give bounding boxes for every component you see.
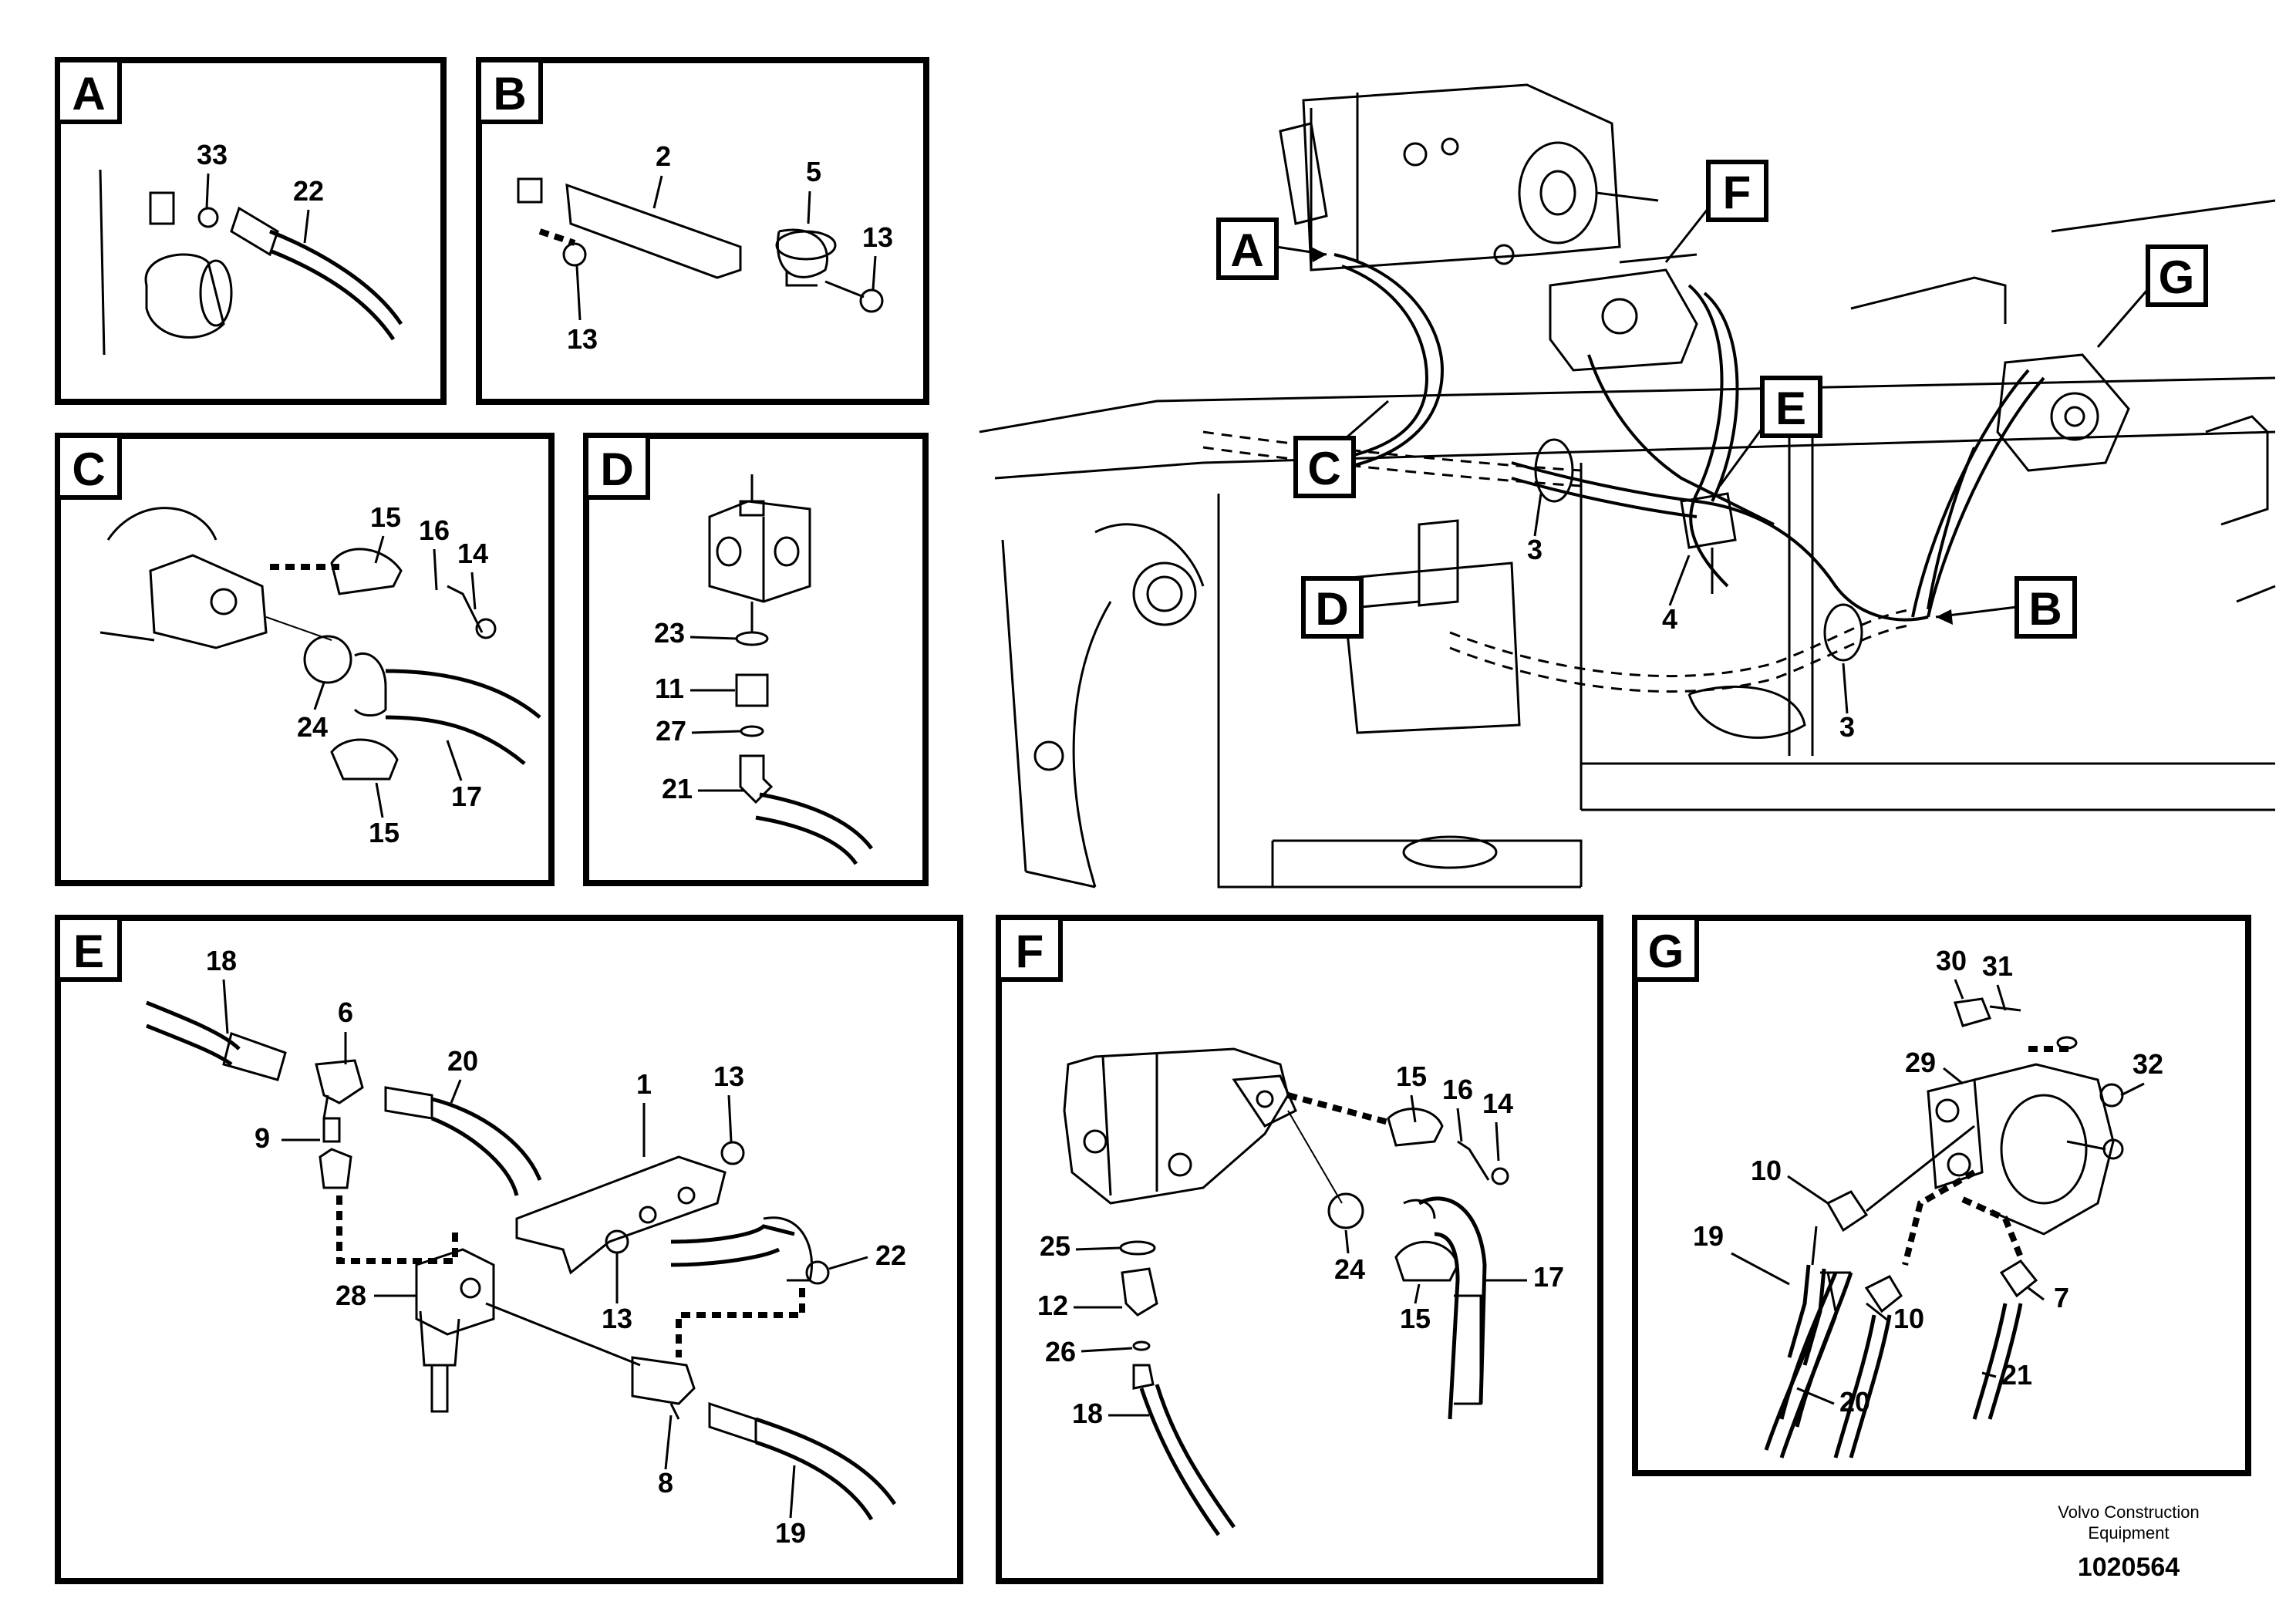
svg-text:20: 20 [1839,1386,1870,1418]
callout-d[interactable]: D [1301,576,1420,639]
callout-e[interactable]: E [1718,376,1822,487]
svg-text:14: 14 [1482,1088,1513,1119]
svg-text:33: 33 [197,139,228,170]
callout-b[interactable]: B [1935,576,2077,639]
drawing-number: 1020564 [2078,1553,2180,1582]
svg-text:32: 32 [2132,1048,2163,1080]
svg-text:11: 11 [655,673,684,704]
item-number: 4 [1662,603,1677,635]
svg-text:22: 22 [875,1239,906,1271]
svg-text:21: 21 [2001,1359,2032,1391]
svg-text:E: E [1775,383,1806,434]
svg-text:24: 24 [297,711,328,743]
svg-text:16: 16 [419,514,450,546]
svg-text:G: G [2159,251,2195,303]
svg-text:17: 17 [1533,1261,1564,1293]
callout-c[interactable]: C [1293,400,1389,498]
svg-text:18: 18 [206,945,237,976]
overview-item-numbers: 3 4 3 [1527,493,1855,743]
item-number: 3 [1839,711,1855,743]
svg-text:23: 23 [654,617,685,649]
svg-text:12: 12 [1037,1290,1068,1321]
svg-text:28: 28 [335,1280,366,1311]
svg-text:F: F [1723,167,1752,218]
svg-text:7: 7 [2054,1282,2069,1313]
svg-text:15: 15 [370,501,401,533]
svg-text:31: 31 [1982,950,2013,982]
svg-text:16: 16 [1442,1074,1473,1105]
callout-a[interactable]: A [1216,218,1327,280]
svg-text:29: 29 [1905,1047,1936,1078]
overview-illustration [979,83,2276,889]
svg-text:B: B [2028,583,2062,635]
svg-text:21: 21 [662,773,693,804]
panel-tag: C [72,443,105,495]
svg-text:22: 22 [293,175,324,207]
svg-text:1: 1 [636,1068,652,1100]
svg-text:14: 14 [457,538,488,569]
brand-line-2: Equipment [2088,1523,2169,1543]
detail-panel-d: D 23 11 27 21 [583,433,929,886]
svg-text:8: 8 [658,1467,673,1499]
panel-tag: D [600,443,633,495]
svg-text:A: A [1230,224,1263,276]
svg-text:2: 2 [656,140,671,172]
detail-panel-e: E [55,915,963,1584]
svg-text:10: 10 [1893,1303,1924,1334]
svg-text:26: 26 [1045,1336,1076,1367]
panel-tag: B [493,68,526,120]
svg-text:24: 24 [1334,1253,1365,1285]
svg-text:15: 15 [1396,1061,1427,1092]
svg-text:9: 9 [255,1122,270,1154]
svg-text:13: 13 [602,1303,632,1334]
svg-text:C: C [1307,443,1340,494]
svg-text:15: 15 [369,817,400,848]
brand-line-1: Volvo Construction [2058,1502,2199,1522]
svg-text:17: 17 [451,781,482,812]
svg-text:13: 13 [713,1061,744,1092]
svg-text:13: 13 [567,323,598,355]
svg-text:30: 30 [1936,945,1967,976]
panel-tag: G [1648,926,1684,977]
svg-text:18: 18 [1072,1398,1103,1429]
svg-text:10: 10 [1751,1155,1782,1186]
detail-panel-a: A 33 22 [55,57,447,405]
svg-text:20: 20 [447,1045,478,1077]
svg-text:13: 13 [862,221,893,253]
svg-text:5: 5 [806,156,821,187]
svg-text:6: 6 [338,996,353,1028]
svg-text:D: D [1315,583,1348,635]
svg-text:19: 19 [775,1517,806,1549]
detail-panel-g: G [1632,915,2251,1476]
detail-panel-f: F 15 16 [996,915,1603,1584]
svg-text:27: 27 [656,715,686,747]
panel-tag: E [73,926,104,977]
panel-tag: F [1016,926,1044,977]
svg-text:25: 25 [1040,1230,1070,1262]
detail-panel-c: C 15 16 14 24 17 15 [55,433,555,886]
svg-text:19: 19 [1693,1220,1724,1252]
overview-callouts: A F G E C D B [1216,160,2208,639]
callout-f[interactable]: F [1664,160,1768,263]
item-number: 3 [1527,534,1542,565]
callout-g[interactable]: G [2096,244,2208,348]
drawing-footer: Volvo Construction Equipment 1020564 [2058,1502,2199,1582]
svg-text:15: 15 [1400,1303,1431,1334]
panel-tag: A [72,68,105,120]
detail-panel-b: B 2 5 13 13 [476,57,929,405]
